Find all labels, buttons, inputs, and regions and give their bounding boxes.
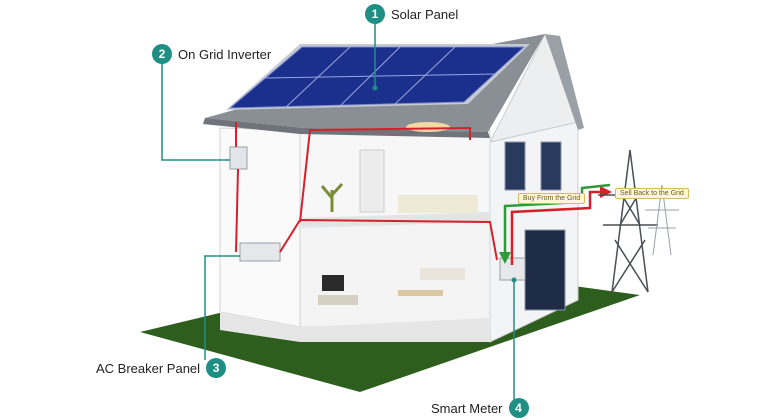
- callout-label: Solar Panel: [391, 6, 459, 22]
- leader-dot-meter: [511, 277, 517, 283]
- callout-ac-breaker-panel: AC Breaker Panel 3: [96, 358, 227, 378]
- sell-back-to-grid-tag: Sell Back to the Grid: [615, 188, 689, 199]
- tv: [322, 275, 344, 291]
- callout-number: 1: [365, 4, 385, 24]
- window-upper-left: [504, 141, 526, 191]
- dining-table: [398, 290, 443, 296]
- sell-to-grid-wire: [510, 190, 604, 265]
- callout-label: AC Breaker Panel: [96, 360, 201, 376]
- inverter-to-panel-wire: [235, 168, 239, 253]
- buy-from-grid-tag: Buy From the Grid: [518, 193, 586, 204]
- window-upper-right: [540, 141, 562, 191]
- callout-label: On Grid Inverter: [178, 46, 272, 62]
- leader-breaker: [204, 255, 240, 360]
- upstairs-door: [359, 149, 385, 213]
- house-wiring-lower: [279, 218, 498, 261]
- leader-dot-solar: [372, 85, 378, 91]
- lower-floor: [220, 312, 490, 342]
- callout-number: 2: [152, 44, 172, 64]
- callout-smart-meter: Smart Meter 4: [431, 398, 529, 418]
- bed: [398, 195, 478, 213]
- roof-edge: [203, 118, 490, 138]
- sofa: [420, 268, 465, 280]
- callout-number: 4: [508, 398, 529, 418]
- breaker-panel-unit: [239, 242, 281, 262]
- sell-arrow: [600, 186, 612, 198]
- ceiling-light: [406, 122, 450, 132]
- solar-panel-array: [226, 44, 530, 110]
- callout-label: Smart Meter: [431, 400, 503, 416]
- patio-door: [524, 229, 566, 311]
- callout-solar-panel: 1 Solar Panel: [365, 4, 458, 24]
- house-wiring-upper: [299, 126, 471, 223]
- transmission-tower: [598, 149, 664, 293]
- inverter-unit: [229, 146, 248, 170]
- leader-inverter: [161, 60, 230, 161]
- house-plant: [320, 182, 344, 212]
- roof-ridge-side: [545, 34, 584, 130]
- callout-number: 3: [206, 358, 227, 378]
- buy-arrow: [499, 252, 511, 264]
- callout-on-grid-inverter: 2 On Grid Inverter: [152, 44, 271, 64]
- tv-stand: [318, 295, 358, 305]
